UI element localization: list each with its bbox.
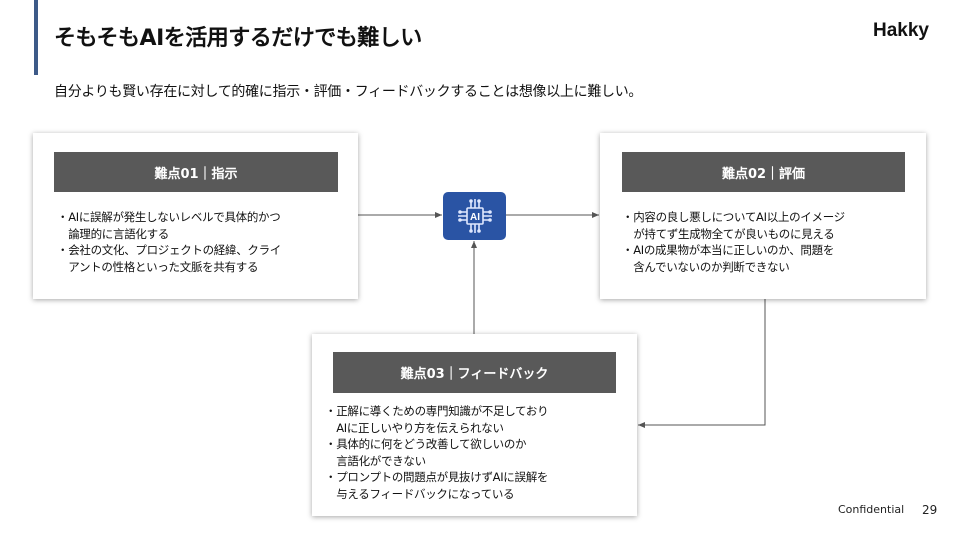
arrow-02-to-03: [638, 299, 766, 428]
card-body: ・内容の良し悪しについてAI以上のイメージ が持てず生成物全てが良いものに見える…: [622, 210, 845, 274]
card-body: ・正解に導くための専門知識が不足しており AIに正しいやり方を伝えられない ・具…: [325, 404, 549, 501]
card-title: 難点03｜フィードバック: [333, 352, 616, 393]
card-body: ・AIに誤解が発生しないレベルで具体的かつ 論理的に言語化する ・会社の文化、プ…: [57, 210, 281, 274]
card-instruction: 難点01｜指示 ・AIに誤解が発生しないレベルで具体的かつ 論理的に言語化する …: [33, 133, 358, 299]
page-title: そもそもAIを活用するだけでも難しい: [54, 26, 422, 51]
ai-chip-icon: AI: [443, 192, 506, 240]
ai-label: AI: [470, 212, 480, 223]
confidential-label: Confidential: [838, 503, 905, 516]
card-feedback: 難点03｜フィードバック ・正解に導くための専門知識が不足しており AIに正しい…: [312, 334, 637, 516]
page-number: 29: [922, 503, 938, 517]
logo: Hakky: [873, 20, 929, 41]
accent-bar: [34, 0, 38, 75]
card-evaluation: 難点02｜評価 ・内容の良し悪しについてAI以上のイメージ が持てず生成物全てが…: [600, 133, 926, 299]
card-title: 難点02｜評価: [622, 152, 905, 192]
card-title: 難点01｜指示: [54, 152, 338, 192]
page-subtitle: 自分よりも賢い存在に対して的確に指示・評価・フィードバックすることは想像以上に難…: [54, 84, 643, 100]
